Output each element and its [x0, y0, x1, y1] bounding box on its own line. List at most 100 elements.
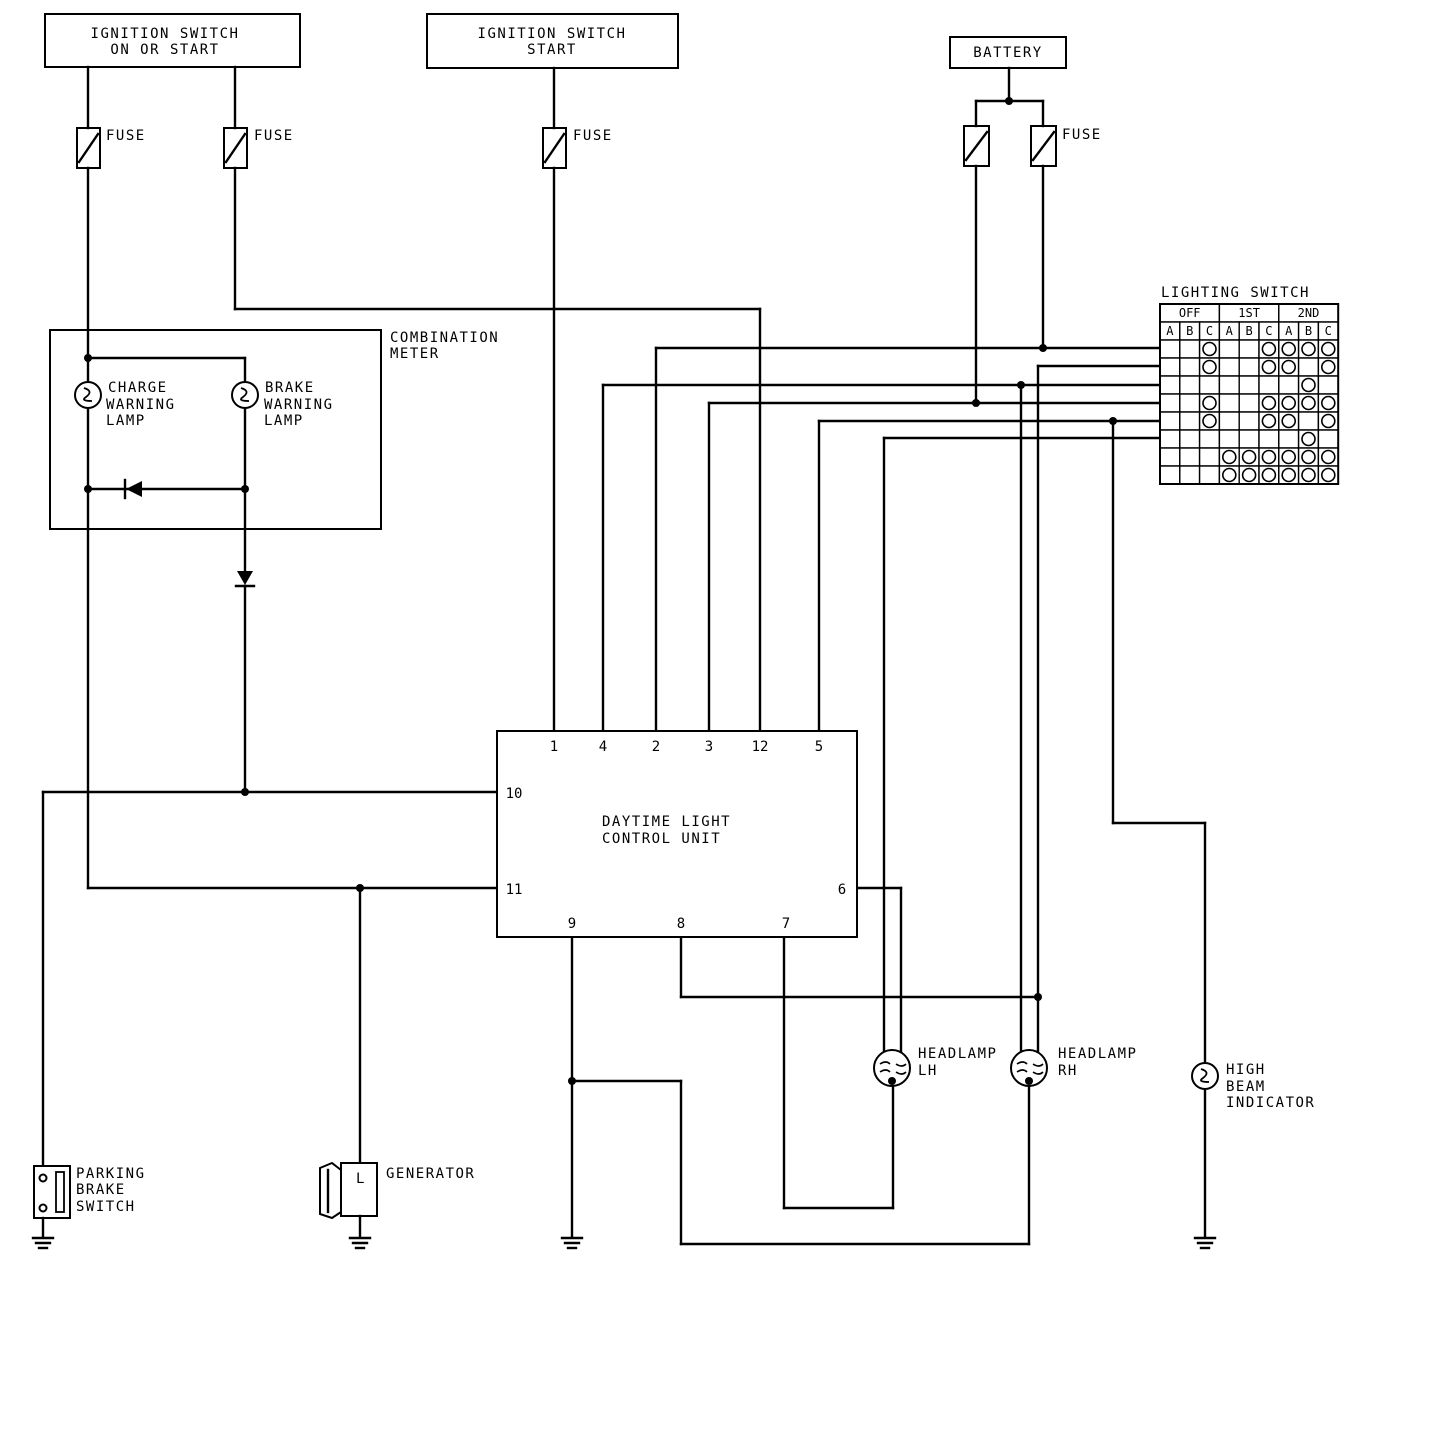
- headlamp-lh: HEADLAMP LH: [873, 1046, 997, 1087]
- switch-cell: [1159, 357, 1181, 377]
- switch-column-label: C: [1325, 324, 1332, 338]
- fuse-5: FUSE: [1030, 125, 1102, 167]
- pin-10: 10: [506, 786, 523, 802]
- generator-terminal-label: L: [356, 1171, 366, 1187]
- switch-contact-mark: [1321, 341, 1336, 357]
- combination-meter-label-2: METER: [390, 346, 440, 362]
- switch-cell: [1159, 339, 1181, 359]
- switch-contact-mark: [1301, 341, 1316, 357]
- fuse-3-label: FUSE: [573, 128, 613, 144]
- switch-cell: [1179, 429, 1201, 449]
- fuse-3: FUSE: [542, 127, 613, 169]
- diode-horizontal: [123, 478, 142, 500]
- high-beam-indicator: HIGH BEAM INDICATOR: [1191, 1062, 1315, 1111]
- switch-position-label: OFF: [1179, 306, 1201, 320]
- switch-contact-mark: [1261, 413, 1277, 429]
- headlamp-rh: HEADLAMP RH: [1010, 1046, 1137, 1087]
- charge-lamp-label-1: CHARGE: [108, 380, 168, 396]
- fuse-5-label: FUSE: [1062, 127, 1102, 143]
- ground-parking-brake: [31, 1236, 55, 1250]
- switch-cell: [1179, 411, 1201, 431]
- switch-column-label: B: [1186, 324, 1193, 338]
- combination-meter-label-1: COMBINATION: [390, 330, 499, 346]
- charge-lamp-label-3: LAMP: [106, 413, 146, 429]
- fuse-2-label: FUSE: [254, 128, 294, 144]
- ignition-switch-start-box: IGNITION SWITCH START: [426, 13, 679, 69]
- switch-cell: [1218, 375, 1240, 395]
- switch-contact-mark: [1301, 449, 1316, 465]
- brake-lamp-label-2: WARNING: [264, 397, 334, 413]
- control-unit-label-1: DAYTIME LIGHT: [602, 814, 731, 830]
- battery-box: BATTERY: [949, 36, 1067, 69]
- switch-contact-mark: [1281, 359, 1296, 375]
- switch-contact-mark: [1321, 359, 1336, 375]
- switch-position-label: 2ND: [1298, 306, 1320, 320]
- daytime-light-control-unit: DAYTIME LIGHT CONTROL UNIT 1 4 2 3 12 5 …: [496, 730, 858, 938]
- switch-cell: [1297, 357, 1320, 377]
- pin-6: 6: [838, 882, 846, 898]
- switch-column-label: A: [1166, 324, 1174, 338]
- generator: L GENERATOR: [319, 1161, 475, 1238]
- switch-cell: [1278, 375, 1300, 395]
- switch-contact-mark: [1261, 341, 1277, 357]
- fuse-1-label: FUSE: [106, 128, 146, 144]
- headlamp-rh-label-2: RH: [1058, 1063, 1078, 1079]
- parking-brake-label-1: PARKING: [76, 1166, 146, 1182]
- parking-brake-label-3: SWITCH: [76, 1199, 136, 1215]
- switch-cell: [1179, 357, 1201, 377]
- switch-cell: [1238, 429, 1260, 449]
- pin-5: 5: [815, 739, 823, 755]
- switch-cell: [1198, 447, 1221, 467]
- parking-brake-label-2: BRAKE: [76, 1182, 126, 1198]
- ground-pin-9: [560, 1236, 584, 1250]
- switch-cell: [1218, 357, 1240, 377]
- battery-label: BATTERY: [973, 45, 1043, 61]
- fuse-2: FUSE: [223, 127, 294, 169]
- switch-cell: [1198, 465, 1221, 485]
- switch-contact-mark: [1261, 395, 1277, 411]
- switch-contact-mark: [1202, 413, 1217, 429]
- high-beam-label-3: INDICATOR: [1226, 1095, 1315, 1111]
- switch-position-label: 1ST: [1238, 306, 1260, 320]
- generator-label: GENERATOR: [386, 1166, 475, 1182]
- switch-contact-mark: [1281, 413, 1296, 429]
- switch-contact-mark: [1261, 467, 1277, 483]
- high-beam-label-1: HIGH: [1226, 1062, 1266, 1078]
- ignition-start-label-2: START: [527, 42, 577, 58]
- switch-contact-mark: [1281, 449, 1296, 465]
- headlamp-lh-label-1: HEADLAMP: [918, 1046, 997, 1062]
- switch-contact-mark: [1202, 395, 1217, 411]
- switch-cell: [1179, 393, 1201, 413]
- fuse-1: FUSE: [76, 127, 146, 169]
- switch-table-border: [1159, 303, 1340, 485]
- switch-cell: [1238, 357, 1260, 377]
- switch-cell: [1179, 465, 1201, 485]
- ignition-start-label-1: IGNITION SWITCH: [478, 26, 627, 42]
- switch-cell: [1238, 411, 1260, 431]
- combination-meter: COMBINATION METER: [49, 329, 499, 530]
- switch-cell: [1258, 429, 1280, 449]
- switch-contact-mark: [1222, 449, 1237, 465]
- switch-cell: [1159, 447, 1181, 467]
- switch-contact-mark: [1301, 467, 1316, 483]
- switch-cell: [1159, 375, 1181, 395]
- switch-contact-mark: [1261, 359, 1277, 375]
- switch-contact-mark: [1281, 341, 1296, 357]
- switch-cell: [1159, 393, 1181, 413]
- switch-contact-mark: [1281, 395, 1296, 411]
- switch-contact-mark: [1222, 467, 1237, 483]
- switch-contact-mark: [1241, 449, 1257, 465]
- headlamp-rh-label-1: HEADLAMP: [1058, 1046, 1137, 1062]
- switch-contact-mark: [1261, 449, 1277, 465]
- pin-11: 11: [506, 882, 523, 898]
- switch-contact-mark: [1202, 359, 1217, 375]
- switch-cell: [1218, 393, 1240, 413]
- switch-contact-mark: [1202, 341, 1217, 357]
- switch-cell: [1218, 429, 1240, 449]
- switch-contact-mark: [1321, 413, 1336, 429]
- switch-cell: [1258, 375, 1280, 395]
- switch-cell: [1218, 411, 1240, 431]
- brake-lamp-label-1: BRAKE: [265, 380, 315, 396]
- switch-cell: [1159, 411, 1181, 431]
- control-unit-label-2: CONTROL UNIT: [602, 831, 721, 847]
